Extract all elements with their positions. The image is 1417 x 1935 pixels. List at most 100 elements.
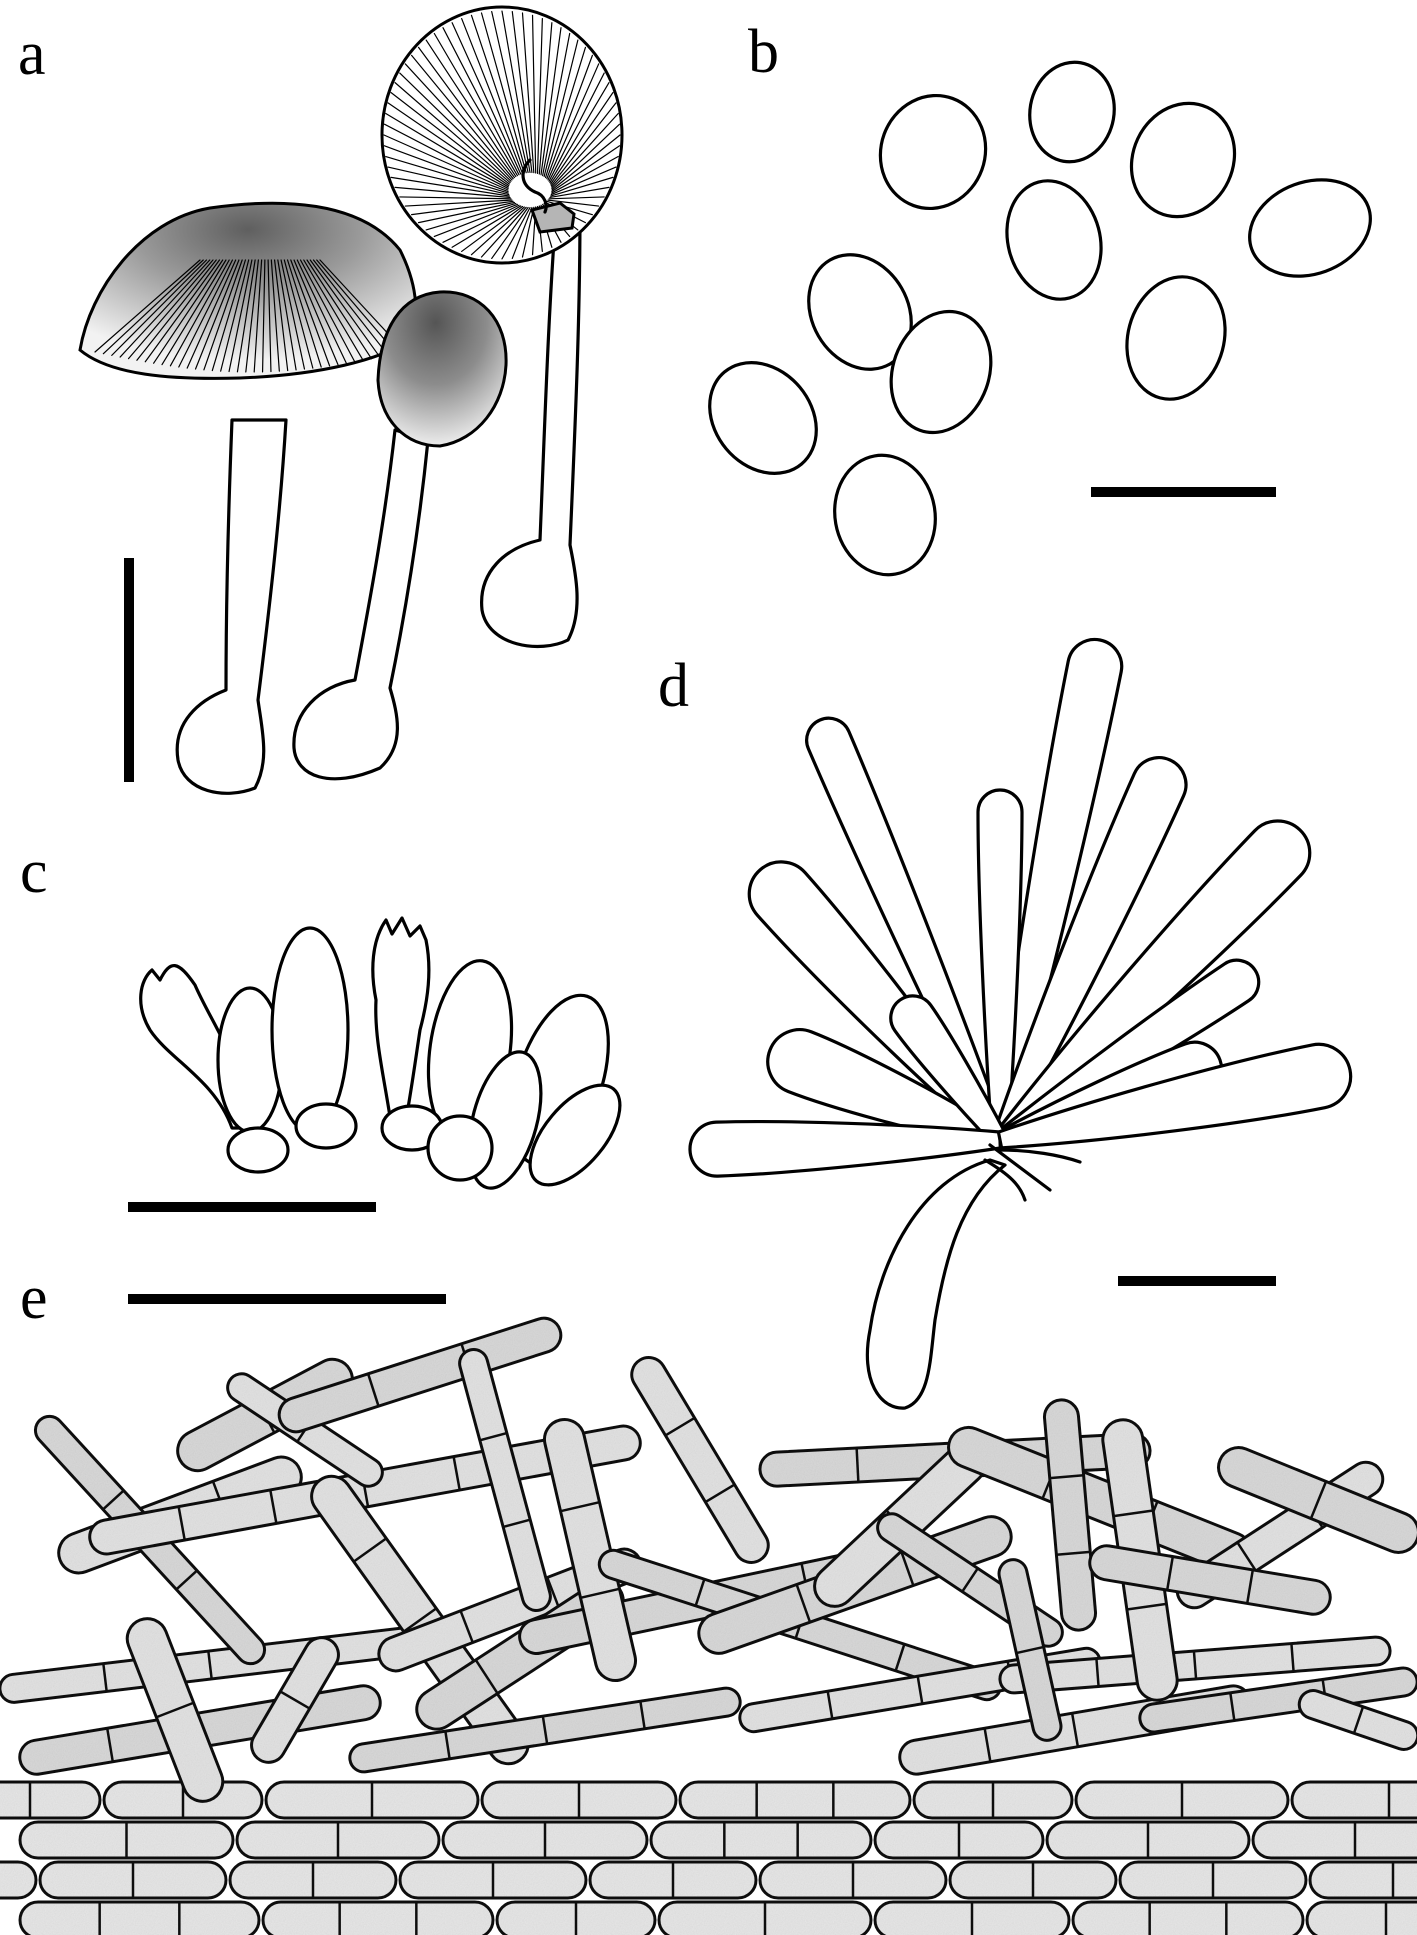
gill [551, 155, 619, 194]
hypha [0, 1860, 38, 1900]
striation [203, 259, 243, 371]
cap-large [78, 201, 418, 380]
gill [544, 46, 587, 179]
striation [161, 259, 227, 366]
hypha [398, 1860, 588, 1900]
striation [236, 259, 256, 373]
striation [178, 259, 234, 368]
hypha [18, 1900, 261, 1935]
scale-bar-c [128, 1202, 376, 1212]
spore [1028, 60, 1116, 164]
panel-b-spores [708, 60, 1372, 577]
gill [383, 134, 509, 191]
terminal-cell [865, 1158, 1007, 1410]
scale-bar-e [128, 1294, 446, 1304]
hypha [758, 1860, 948, 1900]
gill [399, 196, 512, 200]
striation [293, 259, 339, 366]
striation [280, 259, 306, 370]
gill [433, 203, 518, 238]
hypha [264, 1780, 480, 1820]
spore [1129, 101, 1237, 219]
gill [461, 17, 524, 175]
gill [387, 166, 510, 196]
striation [94, 259, 201, 353]
gill [399, 72, 512, 182]
hypha [678, 1780, 912, 1820]
terminal-cell [688, 1119, 1002, 1178]
gill [404, 199, 513, 207]
hypha [998, 1635, 1392, 1695]
hypha [1071, 1900, 1305, 1935]
gill [385, 112, 509, 188]
hypha [0, 1780, 102, 1820]
panel-c-hymenium [128, 916, 622, 1212]
hypha [277, 1316, 563, 1434]
spore [889, 309, 993, 435]
gill [501, 10, 531, 173]
gill [551, 112, 619, 188]
spore [1125, 275, 1227, 401]
panel-label-c: c [20, 838, 48, 906]
cap-underside [380, 5, 624, 265]
cystidium [528, 1083, 622, 1187]
hypha [873, 1900, 1071, 1935]
gill [394, 186, 511, 199]
striation [286, 259, 322, 368]
hypha [1042, 1398, 1098, 1632]
scale-bar-b [1091, 487, 1276, 497]
terminal-cell [996, 1042, 1353, 1150]
striation [127, 259, 214, 360]
gill [433, 32, 518, 177]
striation [245, 259, 259, 373]
panel-label-b: b [748, 18, 779, 86]
striation [261, 259, 266, 373]
striation [299, 259, 356, 363]
striation [267, 259, 272, 373]
gill [451, 205, 522, 248]
hypha [649, 1820, 873, 1860]
hypha [18, 1820, 235, 1860]
gill [411, 54, 514, 180]
gill [531, 14, 537, 174]
hypha [630, 1356, 770, 1564]
subhymenial-cell [226, 1126, 290, 1174]
striation [277, 259, 297, 371]
cap-large-striations [94, 259, 406, 373]
spore [833, 453, 937, 577]
hypha [348, 1686, 742, 1774]
hypha [542, 1417, 638, 1683]
scale-bar-a [124, 558, 134, 782]
gill [385, 155, 509, 194]
subhymenial-cell [426, 1114, 494, 1182]
hypha [458, 1348, 552, 1612]
gill [480, 206, 527, 258]
gill [511, 206, 533, 260]
gill [540, 27, 562, 176]
hypha [1217, 1446, 1417, 1554]
hypha [250, 1636, 340, 1764]
hypha [1118, 1860, 1308, 1900]
gill [511, 10, 533, 174]
hypha [948, 1860, 1118, 1900]
scale-bar-d [1118, 1276, 1276, 1286]
striation [316, 259, 398, 355]
terminal-cell [766, 1028, 1005, 1150]
gill [543, 39, 579, 178]
hypha [235, 1820, 441, 1860]
hypha [495, 1900, 657, 1935]
gill [550, 92, 614, 185]
striation [119, 259, 211, 358]
gill [548, 196, 605, 200]
gill [394, 82, 511, 184]
spore [878, 93, 988, 211]
spore [1248, 178, 1372, 278]
panel-label-a: a [18, 20, 46, 88]
subhymenial-cell [294, 1102, 358, 1150]
striation [228, 259, 253, 373]
hypha [441, 1820, 649, 1860]
hypha [1297, 1689, 1417, 1751]
gill [442, 204, 520, 243]
gill [521, 12, 535, 174]
gill [470, 14, 525, 174]
